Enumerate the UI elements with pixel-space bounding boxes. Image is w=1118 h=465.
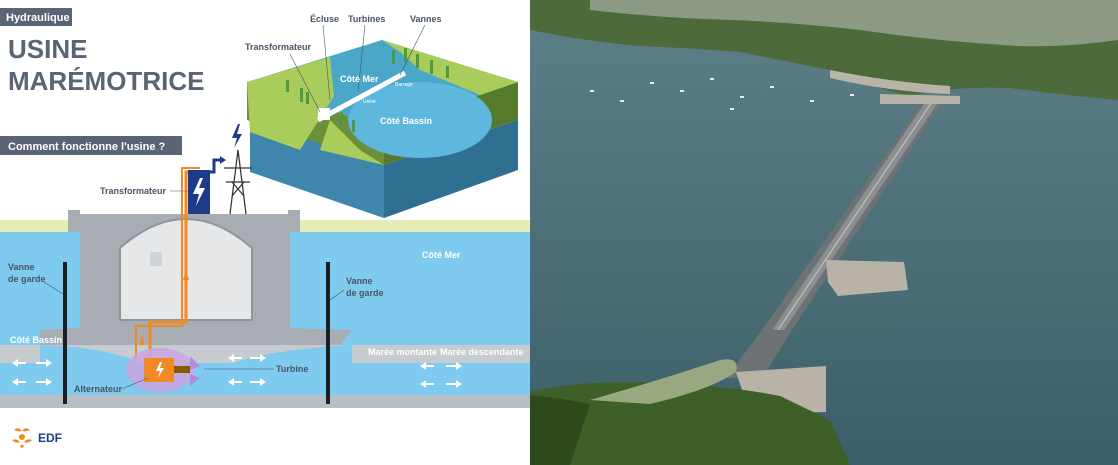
transformer-label: Transformateur xyxy=(100,186,167,196)
inset-3d-map xyxy=(247,40,518,218)
flow-arrows xyxy=(12,354,462,388)
edf-logo: EDF xyxy=(12,428,62,448)
turbine-label: Turbine xyxy=(276,364,308,374)
power-pylon-icon xyxy=(224,149,252,215)
boats xyxy=(590,78,854,110)
vanne-garde-left-line2: de garde xyxy=(8,274,46,284)
arrow-left-icon xyxy=(12,359,18,367)
turbine-assembly xyxy=(126,348,200,392)
inset-label-barrage: Barrage xyxy=(395,82,413,88)
tidal-plant-infographic: Hydraulique USINE MARÉMOTRICE Comment fo… xyxy=(0,0,530,465)
inset-label-usine: Usine xyxy=(363,99,376,105)
cote-bassin-label: Côté Bassin xyxy=(10,335,62,345)
cote-mer-label: Côté Mer xyxy=(422,250,461,260)
guard-gate-left xyxy=(63,262,67,404)
inset-label-transformateur: Transformateur xyxy=(245,42,312,52)
alternateur-label: Alternateur xyxy=(74,384,123,394)
alternator-lightning-icon xyxy=(156,362,164,378)
inset-label-turbines: Turbines xyxy=(348,14,385,24)
vanne-garde-left-line1: Vanne xyxy=(8,262,35,272)
inset-label-cote-mer: Côté Mer xyxy=(340,74,379,84)
inset-label-ecluse: Écluse xyxy=(310,14,339,24)
maree-montante-label: Marée montante xyxy=(368,347,437,357)
edf-logo-text: EDF xyxy=(38,431,62,445)
inset-label-cote-bassin: Côté Bassin xyxy=(380,116,432,126)
aerial-photo-svg xyxy=(530,0,1118,465)
title-line-2: MARÉMOTRICE xyxy=(8,66,204,96)
category-tag xyxy=(0,8,72,26)
bottom-white xyxy=(0,408,530,465)
section-banner xyxy=(0,136,182,155)
vanne-garde-right-line2: de garde xyxy=(346,288,384,298)
aerial-photo xyxy=(530,0,1118,465)
town xyxy=(590,0,1118,47)
title-line-1: USINE xyxy=(8,34,87,64)
lightning-icon xyxy=(193,178,205,206)
arrow-right-icon xyxy=(46,359,52,367)
pylon-lightning-icon xyxy=(232,124,242,148)
section-label: Comment fonctionne l'usine ? xyxy=(8,141,166,153)
inset-label-vannes: Vannes xyxy=(410,14,442,24)
infographic-svg: Hydraulique USINE MARÉMOTRICE Comment fo… xyxy=(0,8,530,465)
south-shore xyxy=(530,382,850,465)
lock-platform xyxy=(826,260,908,296)
category-label: Hydraulique xyxy=(6,12,70,24)
arrow-left-shaft xyxy=(18,362,26,364)
maree-descendante-label: Marée descendante xyxy=(440,347,524,357)
guard-gate-right xyxy=(326,262,330,404)
vanne-garde-right-line1: Vanne xyxy=(346,276,373,286)
